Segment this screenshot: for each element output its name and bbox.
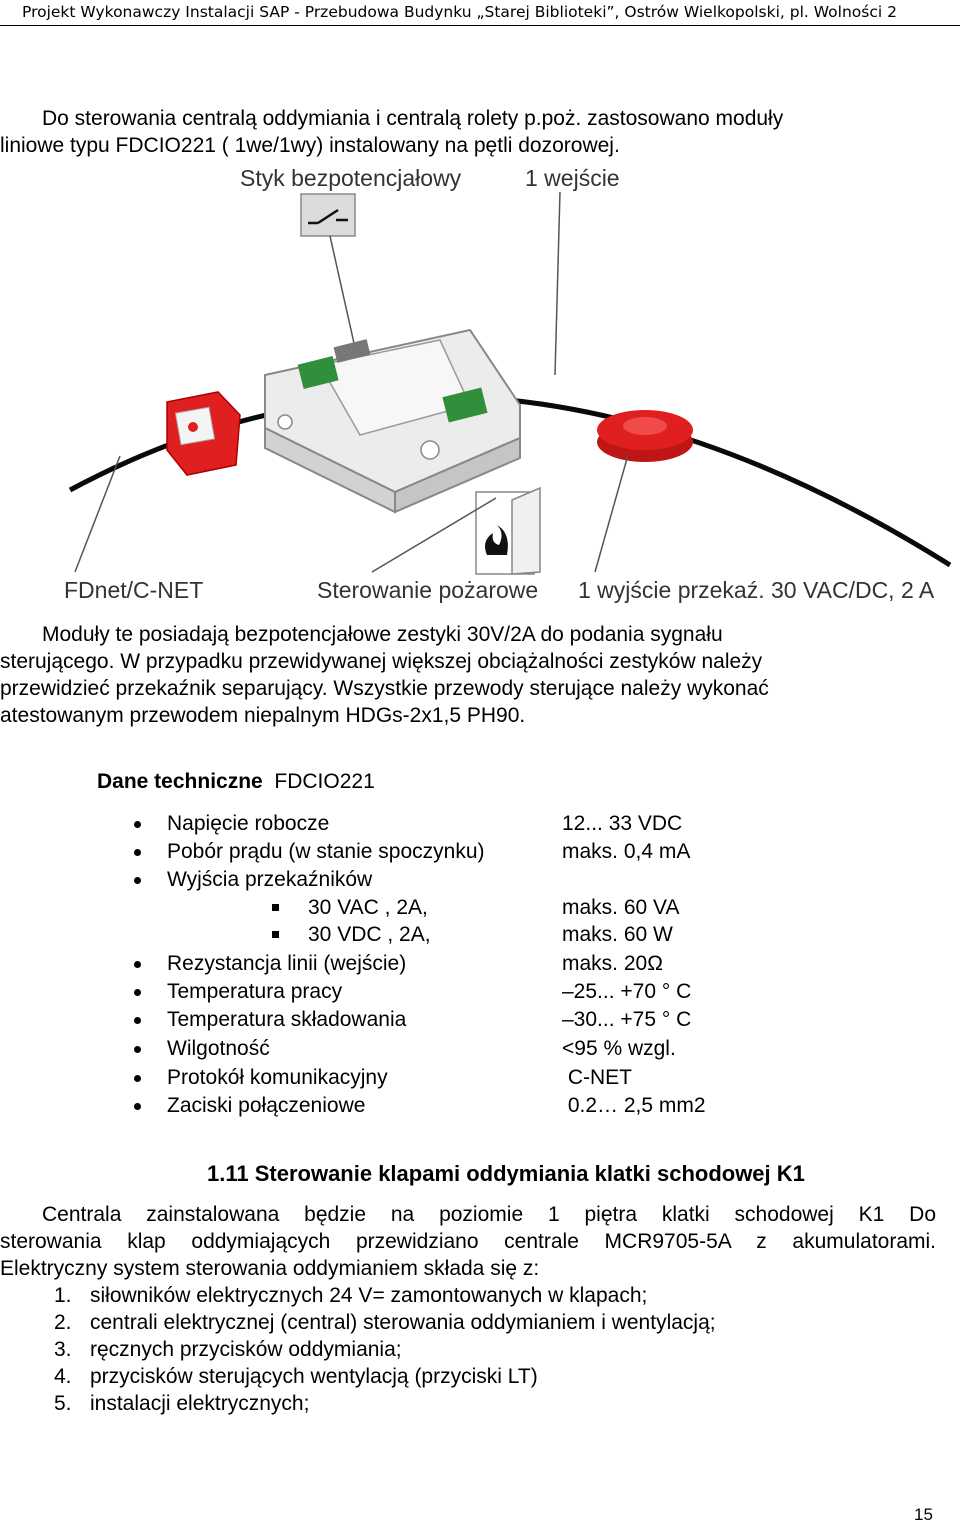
- spec-value: maks. 60 W: [562, 923, 673, 946]
- spec-label: Wyjścia przekaźników: [167, 868, 373, 891]
- spec-row: Zaciski połączeniowe 0.2… 2,5 mm2: [0, 1092, 960, 1120]
- spec-label: Temperatura składowania: [167, 1008, 407, 1031]
- spec-row: Pobór prądu (w stanie spoczynku) maks. 0…: [0, 838, 960, 866]
- spec-value: C-NET: [562, 1066, 632, 1089]
- bullet-icon: [134, 1046, 141, 1053]
- spec-label: 30 VAC , 2A,: [308, 896, 428, 919]
- intro-line-2: liniowe typu FDCIO221 ( 1we/1wy) instalo…: [0, 134, 620, 157]
- tech-data-title: Dane techniczne FDCIO221: [97, 768, 375, 795]
- spec-value: 0.2… 2,5 mm2: [562, 1094, 706, 1117]
- spec-subrow: 30 VAC , 2A, maks. 60 VA: [0, 894, 960, 922]
- bullet-icon: [134, 961, 141, 968]
- spec-label: Napięcie robocze: [167, 812, 330, 835]
- manual-call-point-icon: [166, 391, 241, 476]
- spec-label: Protokół komunikacyjny: [167, 1066, 388, 1089]
- spec-row: Temperatura pracy –25... +70 ° C: [0, 978, 960, 1006]
- spec-label: Zaciski połączeniowe: [167, 1094, 366, 1117]
- spec-row: Napięcie robocze 12... 33 VDC: [0, 810, 960, 838]
- list-text: centrali elektrycznej (central) sterowan…: [90, 1311, 716, 1334]
- bullet-icon: [134, 877, 141, 884]
- list-number: 2.: [54, 1311, 72, 1334]
- bullet-icon: [134, 1103, 141, 1110]
- spec-label: Temperatura pracy: [167, 980, 343, 1003]
- spec-label: 30 VDC , 2A,: [308, 923, 431, 946]
- section-line-2: sterowania klap oddymiających przewidzia…: [0, 1230, 936, 1253]
- list-text: siłowników elektrycznych 24 V= zamontowa…: [90, 1284, 648, 1307]
- desc-line-1: Moduły te posiadają bezpotencjałowe zest…: [42, 623, 723, 646]
- section-line-3: Elektryczny system sterowania oddymianie…: [0, 1257, 540, 1280]
- spec-value: maks. 60 VA: [562, 896, 680, 919]
- spec-label: Pobór prądu (w stanie spoczynku): [167, 840, 485, 863]
- section-heading: 1.11 Sterowanie klapami oddymiania klatk…: [207, 1161, 805, 1186]
- list-text: przycisków sterujących wentylacją (przyc…: [90, 1365, 538, 1388]
- fdcio221-module: [264, 328, 521, 514]
- spec-label: Wilgotność: [167, 1037, 270, 1060]
- spec-value: maks. 20Ω: [562, 952, 663, 975]
- spec-row: Wilgotność <95 % wzgl.: [0, 1035, 960, 1063]
- label-control: Sterowanie pożarowe: [317, 577, 538, 603]
- intro-line-1: Do sterowania centralą oddymiania i cent…: [42, 107, 784, 130]
- fire-door-icon: [475, 486, 541, 575]
- list-number: 1.: [54, 1284, 72, 1307]
- list-number: 3.: [54, 1338, 72, 1361]
- list-text: ręcznych przycisków oddymiania;: [90, 1338, 402, 1361]
- bullet-icon: [134, 1017, 141, 1024]
- list-text: instalacji elektrycznych;: [90, 1392, 310, 1415]
- spec-value: –25... +70 ° C: [562, 980, 692, 1003]
- spec-value: 12... 33 VDC: [562, 812, 683, 835]
- square-bullet-icon: [272, 904, 279, 911]
- label-output: 1 wyjście przekaź. 30 VAC/DC, 2 A: [578, 577, 935, 603]
- spec-row: Rezystancja linii (wejście) maks. 20Ω: [0, 950, 960, 978]
- spec-row: Protokół komunikacyjny C-NET: [0, 1064, 960, 1092]
- bullet-icon: [134, 849, 141, 856]
- desc-line-4: atestowanym przewodem niepalnym HDGs-2x1…: [0, 704, 526, 727]
- tech-data-model: FDCIO221: [274, 770, 375, 793]
- switch-icon: [300, 193, 361, 371]
- module-diagram-svg: Styk bezpotencjałowy 1 wejście: [64, 165, 952, 603]
- bullet-icon: [134, 989, 141, 996]
- desc-line-3: przewidzieć przekaźnik separujący. Wszys…: [0, 677, 769, 700]
- label-contact: Styk bezpotencjałowy: [240, 165, 462, 191]
- spec-value: maks. 0,4 mA: [562, 840, 691, 863]
- list-number: 5.: [54, 1392, 72, 1415]
- spec-value: –30... +75 ° C: [562, 1008, 692, 1031]
- label-net: FDnet/C-NET: [64, 577, 203, 603]
- module-diagram: Styk bezpotencjałowy 1 wejście: [0, 160, 960, 612]
- bullet-icon: [134, 821, 141, 828]
- list-number: 4.: [54, 1365, 72, 1388]
- section-line-1: Centrala zainstalowana będzie na poziomi…: [42, 1203, 936, 1226]
- spec-subrow: 30 VDC , 2A, maks. 60 W: [0, 921, 960, 949]
- spec-row: Temperatura składowania –30... +75 ° C: [0, 1006, 960, 1034]
- sounder-icon: [597, 410, 693, 462]
- label-input: 1 wejście: [525, 165, 620, 191]
- desc-line-2: sterującego. W przypadku przewidywanej w…: [0, 650, 763, 673]
- tech-data-title-bold: Dane techniczne: [97, 770, 263, 793]
- spec-value: <95 % wzgl.: [562, 1037, 676, 1060]
- square-bullet-icon: [272, 931, 279, 938]
- bullet-icon: [134, 1075, 141, 1082]
- page-number: 15: [914, 1505, 933, 1524]
- spec-row: Wyjścia przekaźników: [0, 866, 960, 894]
- spec-label: Rezystancja linii (wejście): [167, 952, 407, 975]
- page-header: Projekt Wykonawczy Instalacji SAP - Prze…: [0, 0, 960, 26]
